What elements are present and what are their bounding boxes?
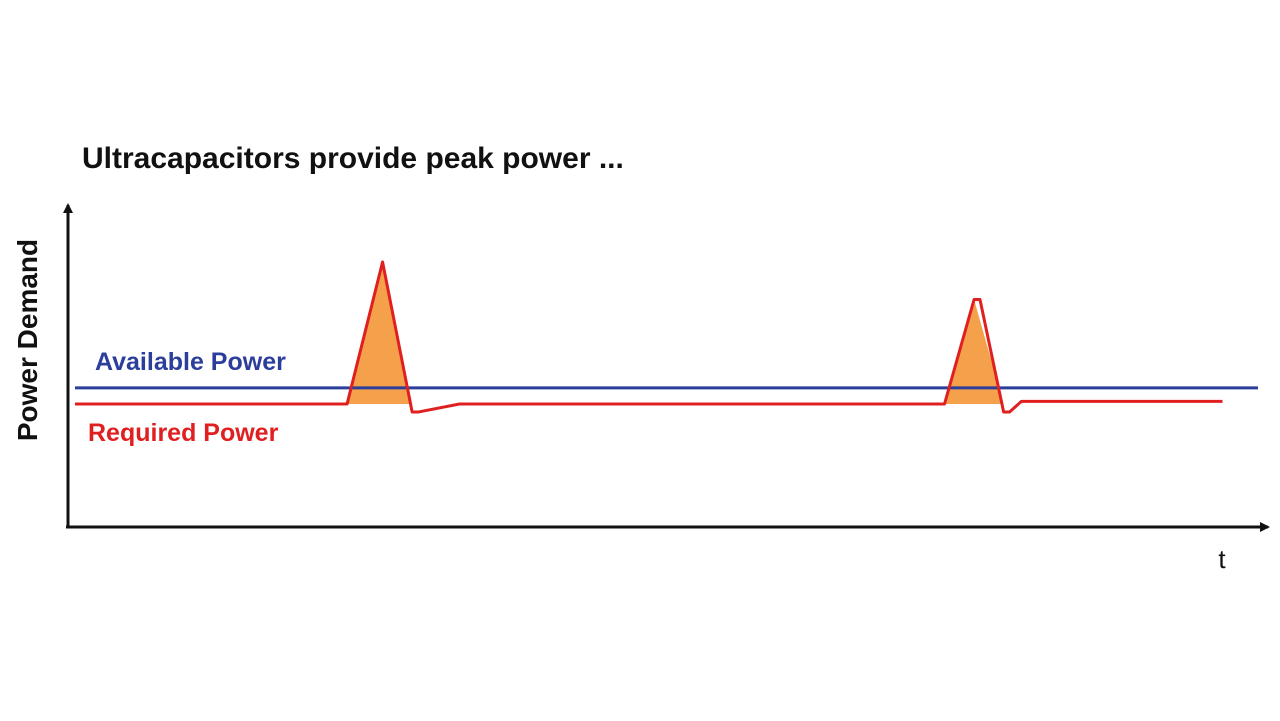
- required-power-label: Required Power: [88, 419, 279, 447]
- chart-title: Ultracapacitors provide peak power ...: [82, 142, 624, 175]
- available-power-label: Available Power: [95, 348, 286, 376]
- peak-fill-1: [347, 262, 413, 404]
- axes: [63, 203, 1270, 532]
- series-lines: [75, 260, 1258, 414]
- peak-fills: [347, 262, 1004, 404]
- y-axis-label: Power Demand: [12, 239, 43, 441]
- required-power-line: [75, 260, 1223, 414]
- x-axis-label: t: [1218, 544, 1226, 574]
- peak-fill-2: [944, 299, 1004, 404]
